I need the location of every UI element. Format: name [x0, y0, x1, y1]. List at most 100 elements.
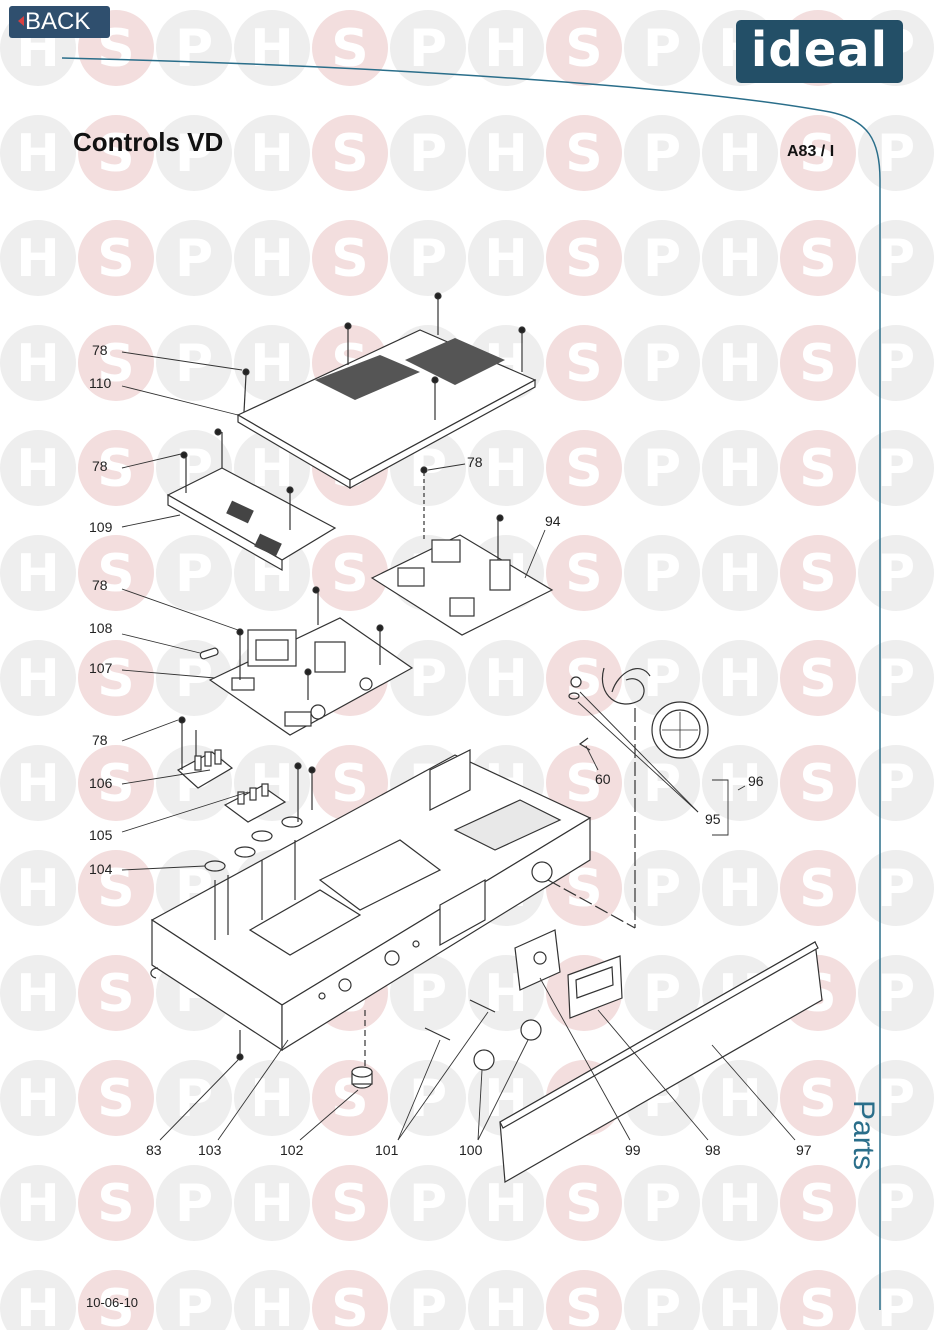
watermark-circle [78, 1270, 154, 1330]
callout-109: 109 [89, 519, 113, 535]
watermark-letter: P [409, 19, 447, 79]
watermark-circle [78, 535, 154, 611]
watermark-letter: H [16, 964, 60, 1024]
watermark-circle [780, 745, 856, 821]
watermark-circle [624, 1270, 700, 1330]
watermark-letter: P [877, 544, 915, 604]
watermark-letter: H [16, 754, 60, 814]
watermark-circle [546, 1165, 622, 1241]
watermark-letter: P [409, 649, 447, 709]
watermark-letter: P [175, 544, 213, 604]
callout-60: 60 [595, 771, 611, 787]
callout-78-bracket: 78 [92, 458, 108, 474]
watermark-letter: S [97, 229, 134, 289]
watermark-letter: P [877, 964, 915, 1024]
watermark-circle [468, 640, 544, 716]
watermark-letter: H [718, 649, 762, 709]
watermark-circle [546, 220, 622, 296]
watermark-circle [312, 1165, 388, 1241]
watermark-circle [0, 1060, 76, 1136]
watermark-letter: H [250, 1069, 294, 1129]
watermark-circle [468, 115, 544, 191]
watermark-letter: H [16, 229, 60, 289]
watermark-letter: H [718, 439, 762, 499]
watermark-letter: P [175, 1279, 213, 1330]
watermark-letter: H [718, 859, 762, 919]
watermark-letter: P [643, 19, 681, 79]
watermark-circle [156, 535, 232, 611]
watermark-circle [702, 1270, 778, 1330]
watermark-letter: S [97, 124, 134, 184]
frame-curve [61, 57, 881, 1310]
watermark-letter: P [409, 1279, 447, 1330]
watermark-circle [858, 850, 934, 926]
watermark-letter: S [97, 754, 134, 814]
watermark-letter: H [718, 1279, 762, 1330]
watermark-circle [390, 1270, 466, 1330]
part-102-knob [351, 1010, 373, 1089]
callout-101: 101 [375, 1142, 399, 1158]
part-108-fuse [199, 647, 219, 660]
watermark-letter: P [877, 754, 915, 814]
back-button[interactable]: BACK [9, 6, 110, 38]
watermark-letter: S [799, 544, 836, 604]
watermark-circle [624, 955, 700, 1031]
part-99-clock-mount [514, 929, 561, 991]
callout-100: 100 [459, 1142, 483, 1158]
watermark-circle [78, 745, 154, 821]
watermark-letter: P [643, 229, 681, 289]
watermark-letter: S [799, 334, 836, 394]
watermark-letter: H [484, 124, 528, 184]
watermark-circle [78, 115, 154, 191]
watermark-circle [858, 955, 934, 1031]
watermark-letter: H [16, 1069, 60, 1129]
part-96-pressure-gauge [568, 667, 709, 928]
watermark-letter: P [877, 334, 915, 394]
watermark-letter: P [409, 1174, 447, 1234]
watermark-circle [546, 115, 622, 191]
watermark-letter: P [175, 19, 213, 79]
watermark-circle [702, 640, 778, 716]
watermark-circle [78, 640, 154, 716]
back-arrow-icon [18, 16, 24, 26]
watermark-letter: H [484, 1279, 528, 1330]
watermark-circle [156, 115, 232, 191]
watermark-circle [78, 325, 154, 401]
watermark-circle [780, 535, 856, 611]
watermark-circle [468, 1165, 544, 1241]
date-stamp: 10-06-10 [86, 1295, 139, 1310]
watermark-letter: P [877, 1069, 915, 1129]
watermark-circle [156, 10, 232, 86]
watermark-circle [0, 535, 76, 611]
watermark-circle [0, 430, 76, 506]
watermark-circle [234, 1165, 310, 1241]
callout-83: 83 [146, 1142, 162, 1158]
watermark-letter: P [643, 124, 681, 184]
part-60-clip [578, 737, 591, 751]
watermark-circle [624, 220, 700, 296]
watermark-circle [234, 1060, 310, 1136]
ideal-logo: ideal [736, 20, 903, 83]
watermark-circle [234, 10, 310, 86]
watermark-circle [156, 1165, 232, 1241]
watermark-letter: P [877, 229, 915, 289]
callout-106: 106 [89, 775, 113, 791]
watermark-circle [624, 745, 700, 821]
watermark-circle [390, 640, 466, 716]
watermark-letter: H [16, 859, 60, 919]
watermark-letter: P [409, 964, 447, 1024]
watermark-letter: S [799, 1069, 836, 1129]
part-105-terminal-block [223, 762, 316, 823]
watermark-circle [0, 850, 76, 926]
part-109-bracket [166, 428, 337, 572]
watermark-circle [390, 115, 466, 191]
watermark-circle [468, 430, 544, 506]
callout-110: 110 [89, 375, 112, 391]
watermark-circle [156, 220, 232, 296]
watermark-circle [234, 1270, 310, 1330]
watermark-letter: S [565, 19, 602, 79]
watermark-letter: H [16, 334, 60, 394]
watermark-circle [858, 745, 934, 821]
watermark-letter: P [409, 229, 447, 289]
